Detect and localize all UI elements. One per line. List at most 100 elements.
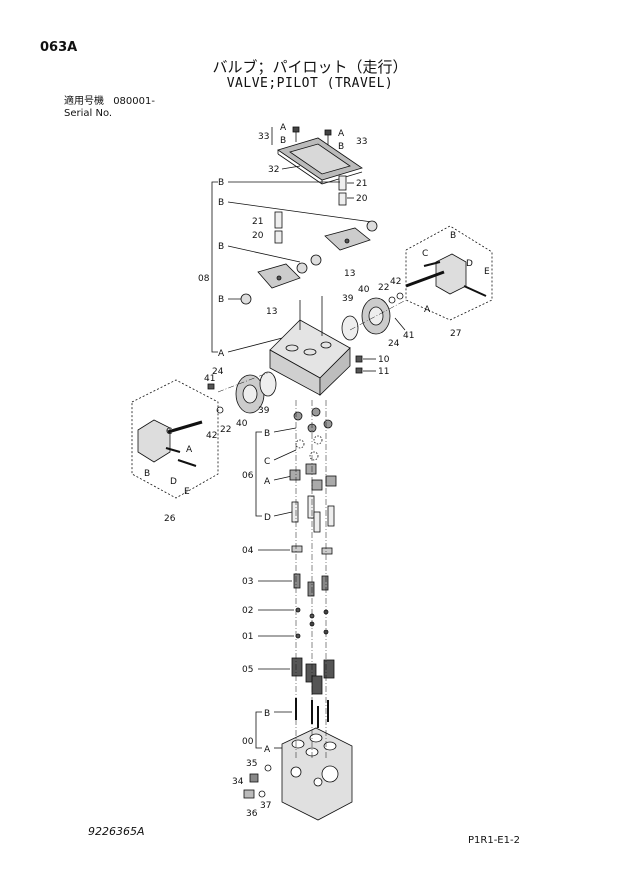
o-ring-22-left <box>216 406 224 414</box>
plug-36 <box>243 789 255 799</box>
callout-42-right: 42 <box>390 277 401 287</box>
page-code: 063A <box>40 40 78 55</box>
letter-b: B <box>264 429 270 439</box>
letter-a: A <box>280 123 287 133</box>
callout-20-upper: 20 <box>356 194 368 204</box>
callout-36: 36 <box>246 809 258 819</box>
pin-21-lower <box>274 211 283 229</box>
callout-42-left: 42 <box>206 431 217 441</box>
letter-b: B <box>218 295 224 305</box>
letter-b: B <box>264 709 270 719</box>
letter-a: A <box>218 349 225 359</box>
letter-b: B <box>218 198 224 208</box>
casing <box>281 727 353 821</box>
letter-b: B <box>450 231 456 241</box>
page-reference: P1R1-E1-2 <box>468 835 520 846</box>
gasket-40-right <box>341 315 359 341</box>
letter-a: A <box>424 305 431 315</box>
callout-34: 34 <box>232 777 244 787</box>
valve-body <box>269 296 351 396</box>
letter-c: C <box>422 249 428 259</box>
callout-01: 01 <box>242 632 253 642</box>
callout-40-left: 40 <box>236 419 248 429</box>
o-ring-35 <box>264 764 272 772</box>
pushers-06 <box>291 495 335 533</box>
callout-00: 00 <box>242 737 254 747</box>
screw-33-right <box>324 129 332 145</box>
serial-block: 適用号機 080001- Serial No. <box>64 96 155 120</box>
assembly-box-26 <box>131 379 219 499</box>
letter-b: B <box>144 469 150 479</box>
letter-b: B <box>218 242 224 252</box>
callout-22-left: 22 <box>220 425 231 435</box>
pin-20-upper <box>338 192 347 206</box>
letter-c: C <box>166 427 172 437</box>
callout-21-lower: 21 <box>252 217 263 227</box>
callout-33-right: 33 <box>356 137 367 147</box>
serial-label-english: Serial No. <box>64 108 113 119</box>
rings-06 <box>295 435 323 461</box>
callout-20-lower: 20 <box>252 231 264 241</box>
callout-26: 26 <box>164 514 176 524</box>
page-title-english: VALVE;PILOT (TRAVEL) <box>226 76 394 91</box>
cam-lever-13-upper <box>324 220 378 251</box>
plug-10 <box>355 355 363 363</box>
callout-24-right: 24 <box>388 339 400 349</box>
callout-22-right: 22 <box>378 283 389 293</box>
callout-24-left: 24 <box>212 367 224 377</box>
cover-39-right <box>361 297 391 335</box>
letter-b: B <box>218 178 224 188</box>
plug-34 <box>249 773 259 783</box>
callout-02: 02 <box>242 606 253 616</box>
gasket-40-left <box>259 371 277 397</box>
plates-04 <box>291 545 333 555</box>
o-ring-37 <box>258 790 266 798</box>
serial-value: 080001- <box>113 96 155 107</box>
letter-a: A <box>264 745 271 755</box>
letter-c: C <box>264 457 270 467</box>
callout-04: 04 <box>242 546 254 556</box>
pin-21-upper <box>338 175 347 191</box>
callout-40-right: 40 <box>358 285 370 295</box>
letter-a: A <box>186 445 193 455</box>
letter-b: B <box>338 142 344 152</box>
springs-03 <box>293 573 329 597</box>
assembly-centerlines <box>217 299 407 760</box>
letter-b: B <box>280 136 286 146</box>
o-ring-22-right <box>388 296 396 304</box>
bolt-41-right <box>394 317 406 331</box>
o-ring-42-right <box>396 292 404 300</box>
plug-11 <box>355 367 363 374</box>
callout-10: 10 <box>378 355 390 365</box>
letter-d: D <box>170 477 177 487</box>
callout-21-upper: 21 <box>356 179 367 189</box>
cam-lever-13-lower <box>240 262 308 305</box>
letter-e: E <box>184 487 190 497</box>
seal-cups-06 <box>293 407 333 433</box>
letter-d: D <box>264 513 271 523</box>
letter-e: E <box>484 267 490 277</box>
screw-33-left <box>292 126 300 142</box>
callout-27: 27 <box>450 329 461 339</box>
housing-27 <box>405 253 487 297</box>
housing-26 <box>137 419 203 467</box>
cover-plate-32 <box>277 137 363 185</box>
callout-13-upper: 13 <box>344 269 355 279</box>
callout-39-left: 39 <box>258 406 270 416</box>
bushing-13 <box>310 254 322 266</box>
page-title-japanese: バルブ；パイロット（走行） <box>212 58 408 76</box>
cover-39-left <box>235 374 265 414</box>
callout-37: 37 <box>260 801 271 811</box>
pin-20-lower <box>274 230 283 244</box>
callout-11: 11 <box>378 367 389 377</box>
callout-06: 06 <box>242 471 254 481</box>
drawing-number: 9226365A <box>88 825 145 838</box>
serial-label-japanese: 適用号機 <box>64 96 104 107</box>
bolt-41-left <box>207 383 215 390</box>
sleeves-06 <box>289 463 337 491</box>
callout-41-right: 41 <box>403 331 414 341</box>
callout-33-left: 33 <box>258 132 269 142</box>
callout-03: 03 <box>242 577 253 587</box>
springs-05 <box>291 657 335 695</box>
